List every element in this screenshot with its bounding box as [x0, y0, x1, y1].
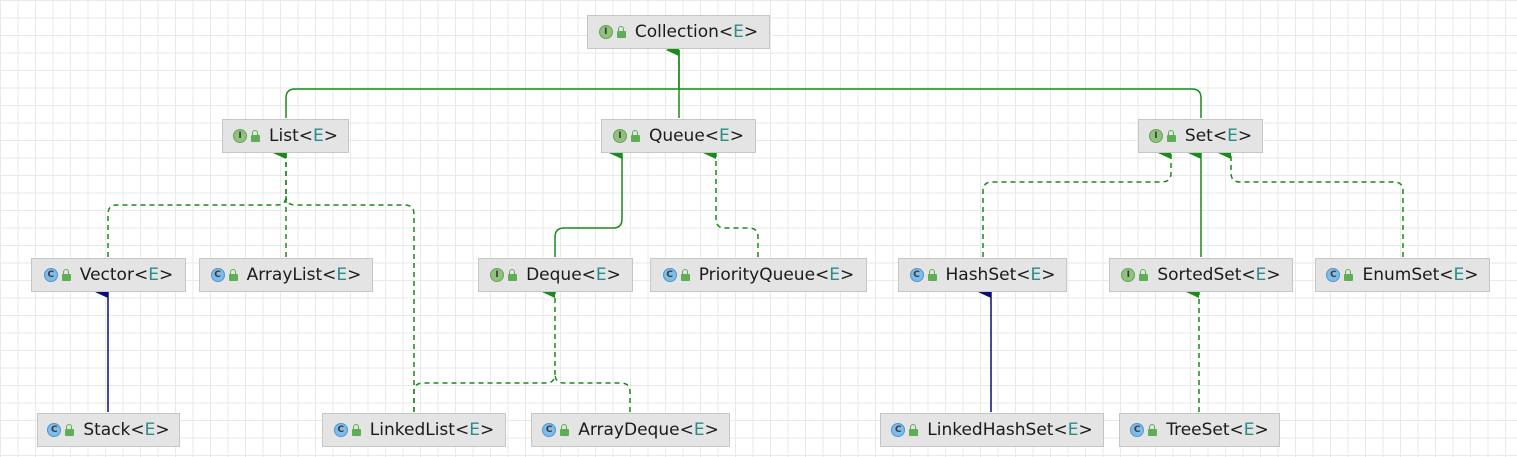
class-icon: C	[210, 268, 225, 282]
edge-set-to-collection	[679, 88, 1202, 118]
class-icon: C	[891, 423, 906, 437]
node-priorityqueue[interactable]: C PriorityQueue<E>	[650, 258, 867, 292]
interface-icon: I	[598, 25, 613, 39]
node-label: LinkedHashSet	[927, 420, 1054, 440]
lock-icon	[228, 268, 238, 281]
class-icon: C	[47, 423, 62, 437]
node-label: Collection	[634, 22, 719, 42]
node-label: List	[269, 126, 299, 146]
node-label: EnumSet	[1362, 265, 1440, 285]
edge-arraydeque-to-deque	[554, 373, 631, 412]
node-set[interactable]: I Set<E>	[1138, 119, 1263, 153]
node-arraydeque[interactable]: C ArrayDeque<E>	[531, 413, 730, 447]
node-queue[interactable]: I Queue<E>	[601, 119, 756, 153]
edge-linkedlist-to-deque	[413, 286, 556, 412]
interface-icon: I	[490, 268, 505, 282]
lock-icon	[65, 423, 75, 436]
lock-icon	[616, 25, 626, 38]
lock-icon	[508, 268, 518, 281]
interface-icon: I	[612, 129, 627, 143]
lock-icon	[560, 423, 570, 436]
node-list[interactable]: I List<E>	[222, 119, 349, 153]
node-label: ArrayDeque	[578, 420, 680, 440]
class-icon: C	[1130, 423, 1145, 437]
edge-hashset-to-set	[982, 147, 1172, 257]
lock-icon	[1139, 268, 1149, 281]
interface-icon: I	[1121, 268, 1136, 282]
node-vector[interactable]: C Vector<E>	[31, 258, 186, 292]
node-enumset[interactable]: C EnumSet<E>	[1315, 258, 1490, 292]
node-label: PriorityQueue	[698, 265, 816, 285]
node-label: SortedSet	[1157, 265, 1242, 285]
node-label: Stack	[83, 420, 131, 440]
node-label: Set	[1184, 126, 1213, 146]
interface-icon: I	[1148, 129, 1163, 143]
lock-icon	[630, 129, 640, 142]
interface-icon: I	[233, 129, 248, 143]
lock-icon	[1148, 423, 1158, 436]
node-label: Vector	[79, 265, 134, 285]
node-label: LinkedList	[369, 420, 455, 440]
class-icon: C	[333, 423, 348, 437]
node-linkedhashset[interactable]: C LinkedHashSet<E>	[880, 413, 1104, 447]
edge-priorityqueue-to-queue	[703, 147, 759, 257]
node-linkedlist[interactable]: C LinkedList<E>	[322, 413, 506, 447]
lock-icon	[909, 423, 919, 436]
node-sortedset[interactable]: I SortedSet<E>	[1109, 258, 1293, 292]
node-label: HashSet	[945, 265, 1017, 285]
class-icon: C	[909, 268, 924, 282]
node-deque[interactable]: I Deque<E>	[478, 258, 633, 292]
class-icon: C	[1326, 268, 1341, 282]
node-treeset[interactable]: C TreeSet<E>	[1119, 413, 1280, 447]
node-label: Queue	[648, 126, 705, 146]
edge-list-to-collection	[285, 44, 680, 118]
lock-icon	[927, 268, 937, 281]
node-arraylist[interactable]: C ArrayList<E>	[199, 258, 373, 292]
node-hashset[interactable]: C HashSet<E>	[898, 258, 1067, 292]
node-collection[interactable]: I Collection<E>	[587, 15, 770, 49]
edge-enumset-to-set	[1218, 147, 1404, 257]
class-icon: C	[542, 423, 557, 437]
edge-deque-to-queue	[554, 147, 623, 257]
edge-linkedlist-to-list	[285, 195, 415, 412]
lock-icon	[61, 268, 71, 281]
node-label: ArrayList	[246, 265, 323, 285]
lock-icon	[251, 129, 261, 142]
node-label: TreeSet	[1166, 420, 1230, 440]
class-icon: C	[43, 268, 58, 282]
edge-vector-to-list	[107, 147, 287, 257]
lock-icon	[1344, 268, 1354, 281]
lock-icon	[680, 268, 690, 281]
node-label: Deque	[526, 265, 582, 285]
lock-icon	[1166, 129, 1176, 142]
lock-icon	[351, 423, 361, 436]
class-icon: C	[662, 268, 677, 282]
node-stack[interactable]: C Stack<E>	[37, 413, 180, 447]
